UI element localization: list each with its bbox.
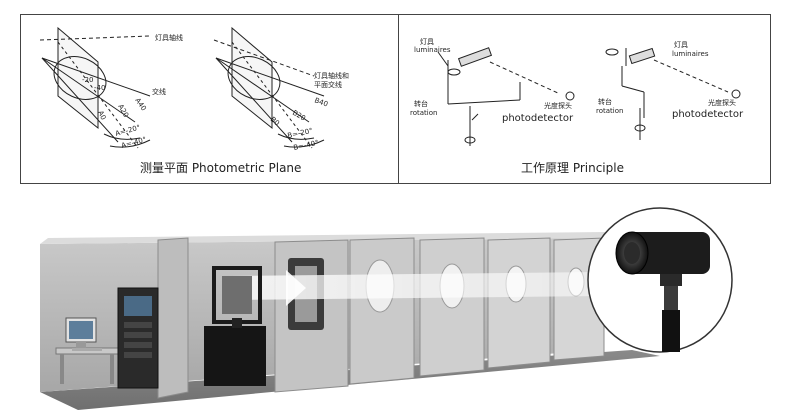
right-small-angle-2: B=-40° xyxy=(293,139,320,152)
photometric-plane-right-sketch xyxy=(213,26,325,149)
left-intersection-label: 交线 xyxy=(152,87,166,96)
left-luminaire-axis-label: 灯具轴线 xyxy=(155,33,183,42)
control-cabinet xyxy=(117,287,159,389)
right-luminaire-en: luminaires xyxy=(672,50,709,58)
right-axis-label-2: 平面交线 xyxy=(314,80,342,89)
right-rotation-cn: 转台 xyxy=(598,97,612,106)
principle-left-sketch xyxy=(437,47,575,146)
right-axis-label-1: 灯具轴线和 xyxy=(314,71,349,80)
left-rotation-cn: 转台 xyxy=(414,99,428,108)
light-beam xyxy=(232,272,600,300)
right-detector-en: photodetector xyxy=(672,109,744,120)
right-small-angle-1: B=-20° xyxy=(287,127,314,140)
detector-pole xyxy=(662,310,680,352)
computer-workstation xyxy=(55,317,119,384)
right-luminaire-cn: 灯具 xyxy=(674,40,688,49)
left-inner-mark-40: -40 xyxy=(94,84,105,92)
diagram-frame xyxy=(20,14,771,184)
goniometer xyxy=(204,266,266,386)
right-angle-b40: B40 xyxy=(313,96,329,108)
right-rotation-en: rotation xyxy=(596,107,623,115)
left-small-angle-2: A=-40° xyxy=(120,136,147,150)
left-angle-a40: A40 xyxy=(133,97,147,113)
left-luminaire-cn: 灯具 xyxy=(420,37,434,46)
principle-right-sketch xyxy=(605,47,741,140)
photodetector-inset xyxy=(587,207,733,353)
right-angle-b20: B20 xyxy=(291,109,307,123)
left-small-angle-1: A=-20° xyxy=(114,124,141,138)
left-detector-cn: 光度探头 xyxy=(544,101,572,110)
right-detector-cn: 光度探头 xyxy=(708,98,736,107)
photometric-plane-left-sketch xyxy=(39,26,151,149)
lab-tunnel-illustration xyxy=(40,207,733,410)
photometric-plane-caption: 测量平面 Photometric Plane xyxy=(140,161,301,175)
panel-divider xyxy=(398,14,399,184)
left-detector-en: photodetector xyxy=(502,113,574,124)
left-luminaire-en: luminaires xyxy=(414,46,451,54)
left-angle-a0: A0 xyxy=(96,109,107,121)
left-inner-mark-20: -20 xyxy=(82,76,93,84)
principle-caption: 工作原理 Principle xyxy=(521,161,624,175)
left-rotation-en: rotation xyxy=(410,109,437,117)
beam-arrow xyxy=(286,270,306,306)
